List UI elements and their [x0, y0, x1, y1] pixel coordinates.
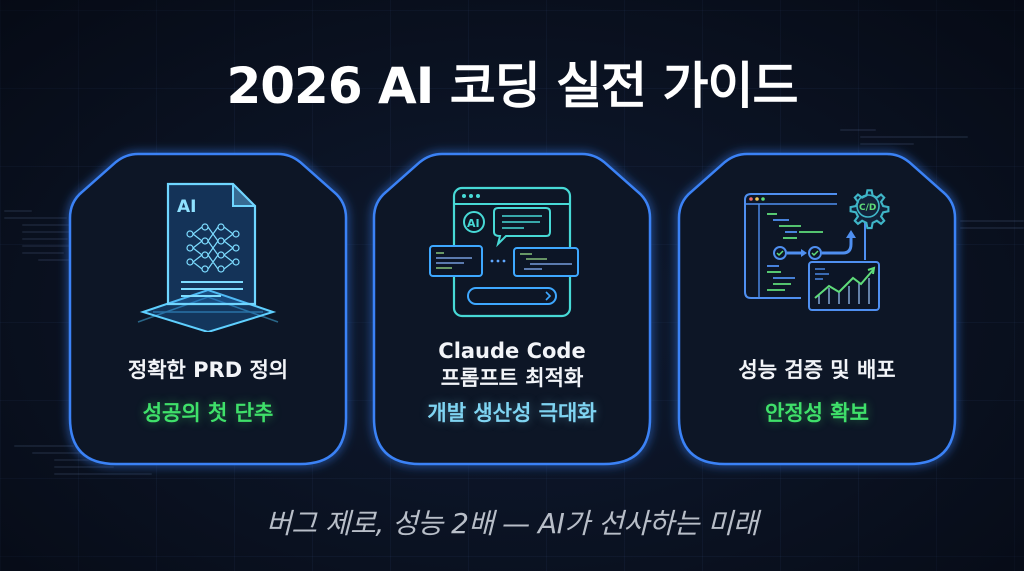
card-label-line: 정확한 PRD 정의 [127, 358, 289, 382]
card-label: 성능 검증 및 배포 [677, 357, 957, 384]
card-label: 정확한 PRD 정의 [68, 357, 348, 384]
card-prd: AI 정확한 PRD 정의 성공의 첫 단추 [68, 152, 348, 466]
card-subtitle: 개발 생산성 극대화 [427, 401, 597, 425]
tagline: 버그 제로, 성능 2배 — AI가 선사하는 미래 [265, 507, 759, 540]
background-code-left [4, 205, 75, 266]
card-deploy: C/D 성능 검증 및 배포 안정성 확보 [677, 152, 957, 466]
card-label-line: 프롬프트 최적화 [440, 366, 584, 390]
card-frame [372, 152, 652, 466]
card-label-line: 성능 검증 및 배포 [738, 358, 896, 382]
ai-chat-code-window-icon: AI [429, 186, 579, 318]
ai-icon-text: AI [467, 217, 480, 230]
cicd-icon-text: C/D [859, 203, 876, 213]
card-subtitle: 성공의 첫 단추 [142, 401, 274, 425]
card-subtitle: 안정성 확보 [765, 401, 869, 425]
gear-icon: C/D [849, 189, 890, 230]
page-title: 2026 AI 코딩 실전 가이드 [226, 57, 798, 115]
card-claude-code: AI Claude Code 프롬프트 최적화 개발 생산성 극대화 [372, 152, 652, 466]
ai-document-icon: AI [137, 182, 279, 332]
card-label-line: Claude Code [438, 339, 586, 363]
ci-cd-pipeline-chart-icon: C/D [744, 189, 890, 311]
background-code-right-lower [960, 215, 1024, 234]
card-label: Claude Code 프롬프트 최적화 [372, 338, 652, 392]
ai-icon-text: AI [177, 197, 196, 217]
background-code-right [840, 124, 1020, 150]
card-frame [68, 152, 348, 466]
